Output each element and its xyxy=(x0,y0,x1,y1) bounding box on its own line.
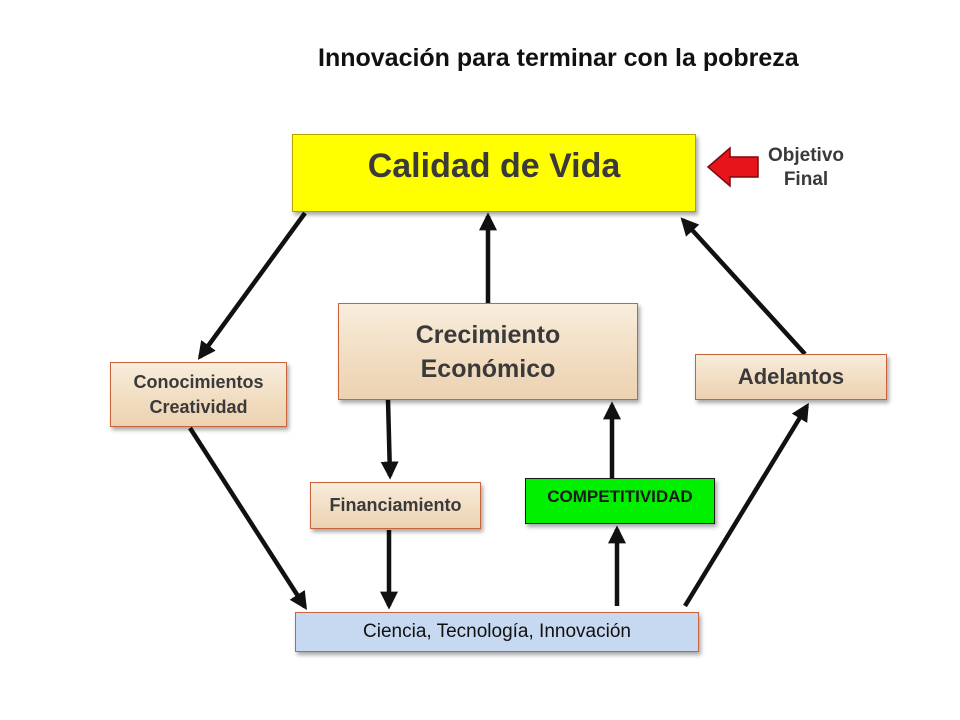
arrow-calidad-to-conocimientos xyxy=(197,211,307,360)
adelantos-label: Adelantos xyxy=(737,364,845,389)
calidad-de-vida-label: Calidad de Vida xyxy=(367,147,621,185)
final-label: Final xyxy=(783,169,829,190)
competitividad-label: COMPETITIVIDAD xyxy=(547,487,693,506)
calidad-de-vida-box: Calidad de Vida xyxy=(292,134,696,212)
conocimientos-label: Conocimientos xyxy=(133,371,264,392)
arrow-ciencia-to-adelantos xyxy=(683,402,809,608)
crecimiento-economico-box: Crecimiento Económico xyxy=(338,303,638,400)
conocimientos-creatividad-box: Conocimientos Creatividad xyxy=(110,362,287,427)
competitividad-box: COMPETITIVIDAD xyxy=(525,478,715,524)
financiamiento-box: Financiamiento xyxy=(310,482,481,529)
objetivo-final-callout: Objetivo Final xyxy=(760,144,852,192)
ciencia-tecnologia-innovacion-box: Ciencia, Tecnología, Innovación xyxy=(295,612,699,652)
creatividad-label: Creatividad xyxy=(149,396,248,417)
arrow-adelantos-to-calidad xyxy=(680,217,807,356)
objetivo-final-arrow-icon xyxy=(706,146,759,188)
ciencia-label: Ciencia, Tecnología, Innovación xyxy=(363,621,631,642)
objetivo-label: Objetivo xyxy=(767,145,844,166)
adelantos-box: Adelantos xyxy=(695,354,887,400)
page-title: Innovación para terminar con la pobreza xyxy=(318,44,799,72)
arrow-conocimientos-to-ciencia xyxy=(188,426,307,611)
crecimiento-label: Crecimiento xyxy=(415,320,561,349)
arrow-crecimiento-to-financiamiento xyxy=(380,399,399,480)
financiamiento-label: Financiamiento xyxy=(329,495,462,515)
economico-label: Económico xyxy=(420,354,556,383)
